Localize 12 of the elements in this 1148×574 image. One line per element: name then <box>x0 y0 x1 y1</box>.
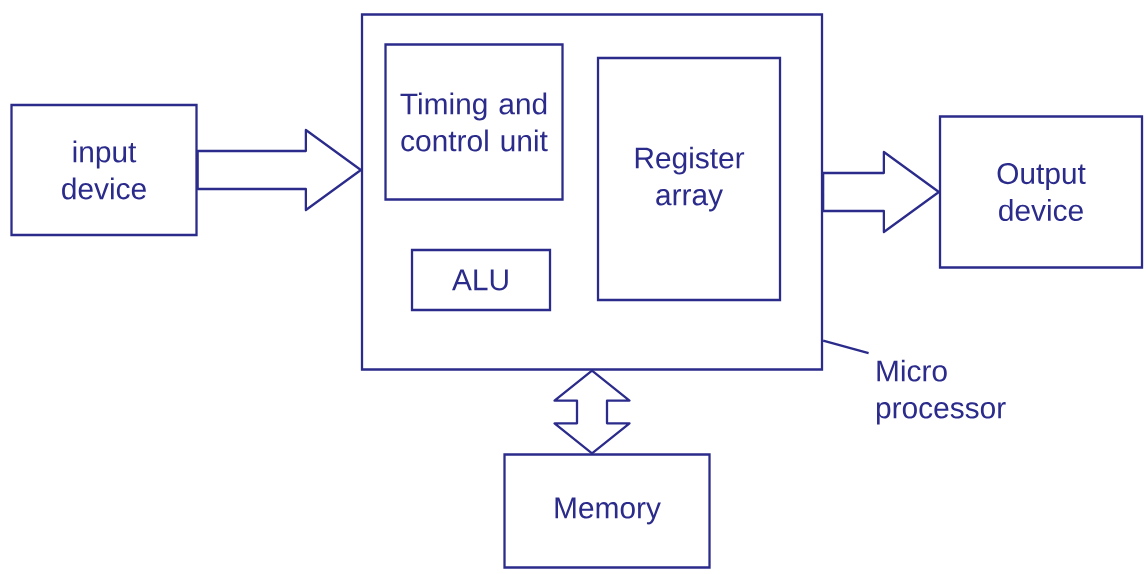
unit-box: Timing and control unit <box>384 43 564 201</box>
memory-box: Memory <box>503 453 711 569</box>
block-arrow <box>553 369 631 455</box>
leader-line <box>822 339 869 355</box>
processor-box <box>360 13 824 371</box>
device-box: input device <box>10 103 198 237</box>
register-box: Register array <box>596 56 782 302</box>
block-arrow <box>196 128 362 212</box>
alu-box: ALU <box>410 248 552 312</box>
block-arrow <box>822 150 940 234</box>
device-box: Output device <box>938 115 1144 269</box>
callout-label: Micro processor <box>876 359 1006 425</box>
